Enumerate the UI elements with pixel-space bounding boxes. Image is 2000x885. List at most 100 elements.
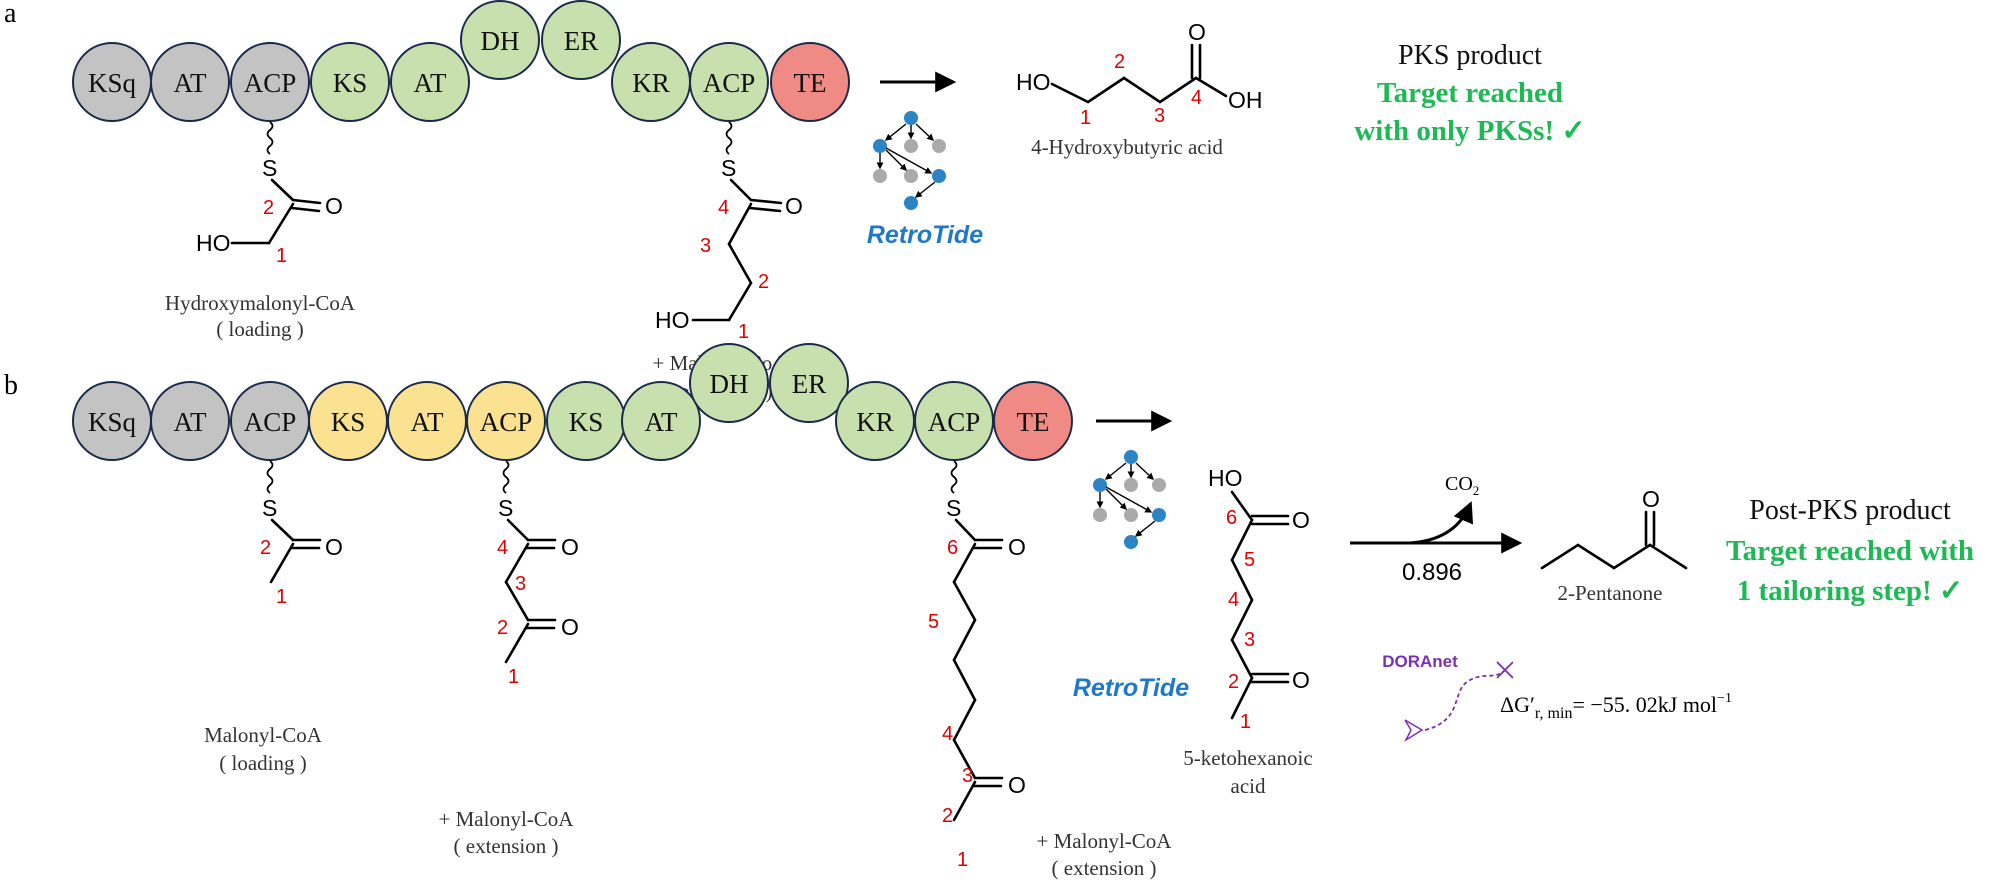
network-node (1152, 478, 1166, 492)
oxygen-atom: O (1292, 507, 1310, 533)
retrotide-label: RetroTide (867, 221, 983, 249)
domain-label: AT (174, 407, 208, 437)
domain-label: AT (414, 68, 448, 98)
loading-caption-line1: Malonyl-CoA (204, 723, 323, 747)
domain-b-8: DH (689, 343, 769, 423)
atom-number: 1 (957, 849, 968, 871)
bond (1230, 638, 1254, 680)
wavy-bond (266, 460, 274, 494)
oxygen-atom: O (561, 534, 579, 560)
network-node (1093, 478, 1107, 492)
bond (952, 580, 977, 622)
loading-caption-line1: Hydroxymalonyl-CoA (165, 291, 356, 315)
domain-label: KR (632, 68, 670, 98)
co2-subscript: 2 (1473, 483, 1480, 498)
atom-number: 2 (942, 805, 953, 827)
atom-number: 6 (1226, 507, 1237, 529)
bond (1230, 518, 1254, 562)
domain-label: KS (569, 407, 604, 437)
retrotide-network-icon (1093, 450, 1166, 549)
domain-label: ACP (703, 68, 756, 98)
bond (1230, 490, 1254, 522)
co2-label: CO2 (1445, 473, 1479, 498)
oxygen-atom: O (1188, 19, 1206, 45)
panel-a-domain-chain: KSq AT ACP KS AT DH ER KR ACP TE (72, 0, 850, 122)
bond (1612, 543, 1652, 570)
atom-number: 3 (1244, 629, 1255, 651)
hydroxyl-label: HO (1016, 69, 1051, 95)
extension1-caption-line1: + Malonyl-CoA (439, 807, 575, 831)
domain-label: AT (411, 407, 445, 437)
atom-number: 4 (942, 723, 953, 745)
result-title: Post-PKS product (1749, 495, 1951, 526)
domain-label: AT (174, 68, 208, 98)
oxygen-atom: O (561, 614, 579, 640)
extension2-caption-line2: ( extension ) (1052, 856, 1157, 880)
domain-label: KS (333, 68, 368, 98)
domain-a-8: ACP (689, 42, 769, 122)
atom-number: 1 (508, 666, 519, 688)
panel-a-extension-structure: S O HO 4 3 2 1 (655, 121, 803, 343)
panel-b-label: b (4, 370, 18, 401)
domain-label: ACP (480, 407, 533, 437)
oxygen-atom: O (1008, 772, 1026, 798)
domain-a-0: KSq (72, 42, 152, 122)
panel-a-label: a (4, 0, 17, 29)
domain-a-9: TE (770, 42, 850, 122)
sulfur-atom: S (262, 155, 277, 181)
domain-b-3: KS (308, 381, 388, 461)
hydroxyl-label: HO (196, 230, 231, 256)
atom-number: 2 (260, 537, 271, 559)
doranet-start-glyph (1404, 719, 1424, 743)
atom-number: 4 (1228, 589, 1239, 611)
oxygen-atom: O (1292, 667, 1310, 693)
panel-a-product-structure: HO O OH 1 2 3 4 (1016, 19, 1263, 129)
oxygen-atom: O (1008, 534, 1026, 560)
delta-g-exponent: −1 (1717, 691, 1732, 706)
domain-a-6: ER (541, 0, 621, 80)
svg-text:2: 2 (758, 271, 769, 293)
domain-label: KSq (88, 407, 137, 437)
oxygen-atom: O (785, 193, 803, 219)
hydroxyl-label: OH (1228, 87, 1263, 113)
panel-b-domain-chain: KSq AT ACP KS AT ACP KS AT DH ER KR ACP … (72, 343, 1073, 461)
hydroxyl-label: HO (655, 307, 690, 333)
sulfur-atom: S (946, 495, 961, 521)
domain-b-4: AT (387, 381, 467, 461)
result-line-1: Target reached with (1726, 535, 1974, 567)
svg-text:1: 1 (276, 245, 287, 267)
sulfur-atom: S (721, 155, 736, 181)
score-value: 0.896 (1402, 559, 1462, 586)
bond (1648, 543, 1688, 570)
doranet-label: DORAnet (1382, 652, 1458, 671)
bond (504, 622, 530, 664)
domain-a-3: KS (310, 42, 390, 122)
hydroxyl-label: HO (1208, 465, 1243, 491)
bond (504, 542, 530, 584)
intermediate-name-line2: acid (1231, 774, 1266, 798)
atom-number: 5 (1244, 549, 1255, 571)
domain-b-10: KR (835, 381, 915, 461)
doranet-path (1424, 669, 1506, 731)
domain-label: ACP (928, 407, 981, 437)
svg-text:2: 2 (1114, 51, 1125, 73)
result-line-2: 1 tailoring step! ✓ (1737, 575, 1963, 607)
bond (1576, 543, 1616, 570)
extension1-caption-line2: ( extension ) (454, 834, 559, 858)
svg-text:3: 3 (1154, 105, 1165, 127)
bond (269, 542, 295, 584)
bond (954, 518, 977, 542)
loading-caption-line2: ( loading ) (216, 317, 303, 341)
panel-a-loading-structure: S O HO 2 1 (196, 121, 343, 267)
domain-a-2: ACP (230, 42, 310, 122)
domain-b-12: TE (993, 381, 1073, 461)
wavy-bond (950, 460, 958, 494)
network-edge (1134, 520, 1156, 537)
atom-number: 4 (497, 537, 508, 559)
atom-number: 2 (497, 617, 508, 639)
doranet-end-glyph (1496, 661, 1514, 679)
